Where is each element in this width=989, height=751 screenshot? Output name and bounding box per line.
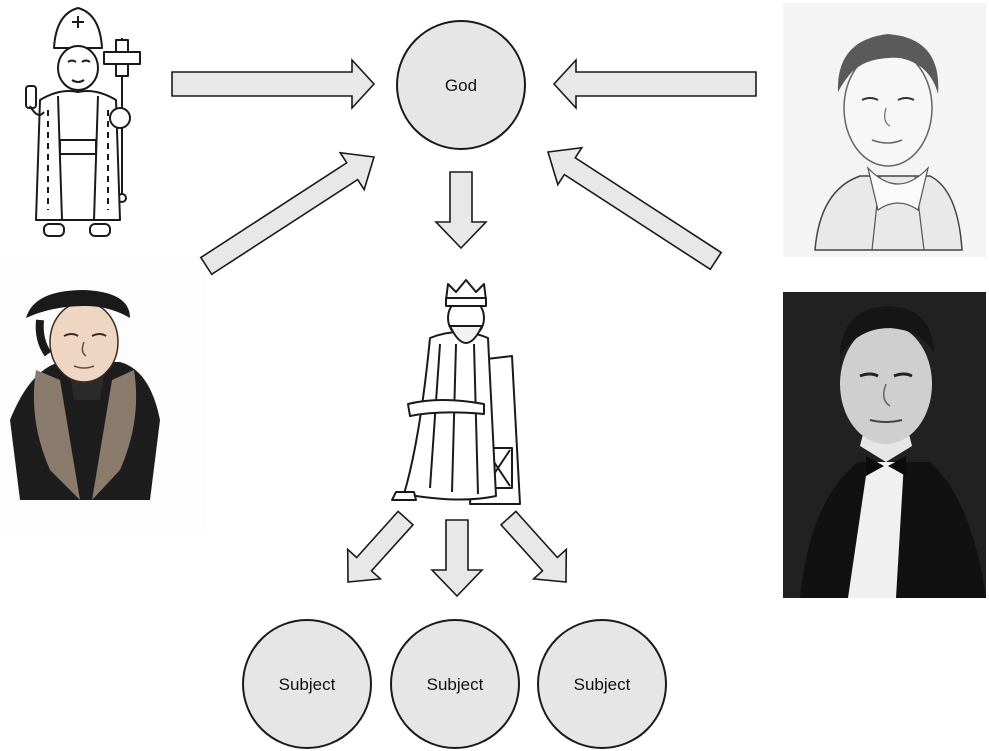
subject-node: Subject xyxy=(390,619,520,749)
subject-label: Subject xyxy=(279,675,336,694)
arrow-king-to-subject-2 xyxy=(430,519,484,598)
arrow-king-to-subject-1 xyxy=(346,510,415,583)
subject-label: Subject xyxy=(574,675,631,694)
subject-node: Subject xyxy=(537,619,667,749)
reformer-portrait xyxy=(0,255,205,530)
photo-portrait xyxy=(783,292,986,598)
subject-node: Subject xyxy=(242,619,372,749)
arrow-bishop-to-god xyxy=(171,57,376,111)
bishop-figure xyxy=(25,7,141,237)
arrow-god-to-king xyxy=(434,171,488,250)
god-label: God xyxy=(445,76,477,95)
enthroned-king-figure xyxy=(391,279,521,505)
god-node: God xyxy=(396,20,526,150)
arrow-photo-to-god xyxy=(546,146,723,271)
subject-label: Subject xyxy=(427,675,484,694)
arrow-king-to-subject-3 xyxy=(499,510,568,583)
arrow-reformer-to-god xyxy=(199,151,376,276)
sketch-portrait xyxy=(783,3,986,257)
arrow-sketch-to-god xyxy=(552,57,757,111)
